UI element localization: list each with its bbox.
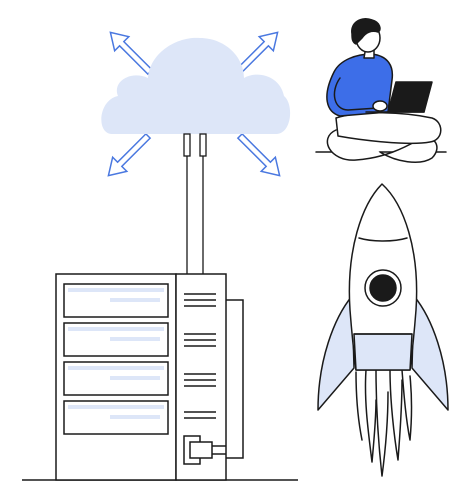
- vent-lines: [184, 293, 216, 419]
- rocket-exhaust: [355, 369, 413, 477]
- server-rack-icon: [55, 273, 244, 481]
- upload-arrows-icon: [107, 31, 281, 177]
- drive-indicators: [68, 288, 164, 419]
- person-with-laptop-icon: [315, 18, 447, 164]
- cloud-with-arrows-icon: [101, 31, 291, 274]
- rocket-window-icon: [364, 269, 402, 307]
- port-icon: [183, 435, 226, 465]
- rocket-icon: [317, 183, 449, 477]
- cloud-icon: [101, 37, 291, 134]
- laptop-icon: [365, 81, 433, 113]
